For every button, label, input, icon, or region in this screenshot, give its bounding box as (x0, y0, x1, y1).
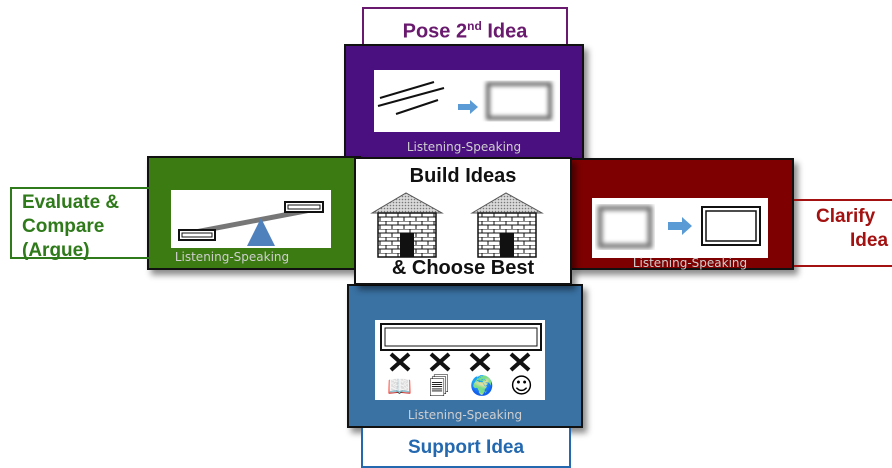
build-ideas-box: Build Ideas & Choose Best (354, 157, 572, 285)
support-panel: 📖 🗐 🌍 ☺ (375, 320, 545, 400)
house-icon-right (470, 192, 544, 258)
clarify-label-line-2: Idea (850, 230, 889, 251)
support-box: 📖 🗐 🌍 ☺ Listening-Speaking (347, 284, 583, 428)
clarify-panel (592, 198, 768, 258)
globe-icon: 🌍 (470, 374, 494, 397)
evaluate-footer: Listening-Speaking (174, 250, 290, 264)
clarify-illustration (597, 205, 761, 249)
fulcrum-icon (247, 218, 275, 246)
blurred-box-icon (486, 82, 552, 120)
support-idea-label: Support Idea (361, 428, 571, 468)
pose-footer: Listening-Speaking (406, 140, 522, 154)
seesaw-illustration (178, 201, 324, 246)
evaluate-label-line-2: Compare (22, 216, 105, 237)
house-icon-left (370, 192, 444, 258)
pose-idea-label: Pose 2nd Idea (362, 7, 568, 45)
clear-box-icon (705, 210, 757, 242)
arrow-right-icon (668, 217, 692, 235)
pose-idea-box: Listening-Speaking (344, 44, 584, 160)
pose-label-end: Idea (481, 20, 528, 43)
build-ideas-title: Build Ideas (409, 165, 517, 187)
smiley-icon: ☺ (510, 374, 533, 399)
support-label-text: Support Idea (407, 437, 525, 458)
choose-best-subtitle: & Choose Best (391, 257, 535, 279)
pose-label-main: Pose 2 (402, 20, 468, 43)
arrow-right-icon (458, 100, 478, 114)
evaluate-panel (171, 190, 331, 248)
pose-label-sup: nd (467, 19, 482, 33)
pose-idea-panel (374, 70, 560, 132)
documents-icon: 🗐 (429, 374, 449, 398)
clarify-box: Listening-Speaking (570, 158, 794, 270)
support-legs-icon (389, 352, 531, 372)
houses-illustration (370, 192, 544, 258)
evaluate-label-line-3: (Argue) (22, 240, 90, 261)
evaluate-label: Evaluate & Compare (Argue) (10, 187, 150, 261)
clarify-footer: Listening-Speaking (632, 256, 748, 270)
evaluate-box: Listening-Speaking (147, 156, 361, 270)
clarify-label: Clarify Idea (794, 199, 892, 267)
book-icon: 📖 (387, 374, 412, 398)
scribble-lines-icon (377, 81, 445, 115)
support-footer: Listening-Speaking (407, 408, 523, 422)
blurred-box-icon (597, 205, 653, 249)
pose-idea-illustration (377, 81, 552, 120)
evaluate-label-line-1: Evaluate & (22, 192, 120, 213)
support-illustration: 📖 🗐 🌍 ☺ (380, 323, 542, 399)
clarify-label-line-1: Clarify (816, 206, 876, 227)
